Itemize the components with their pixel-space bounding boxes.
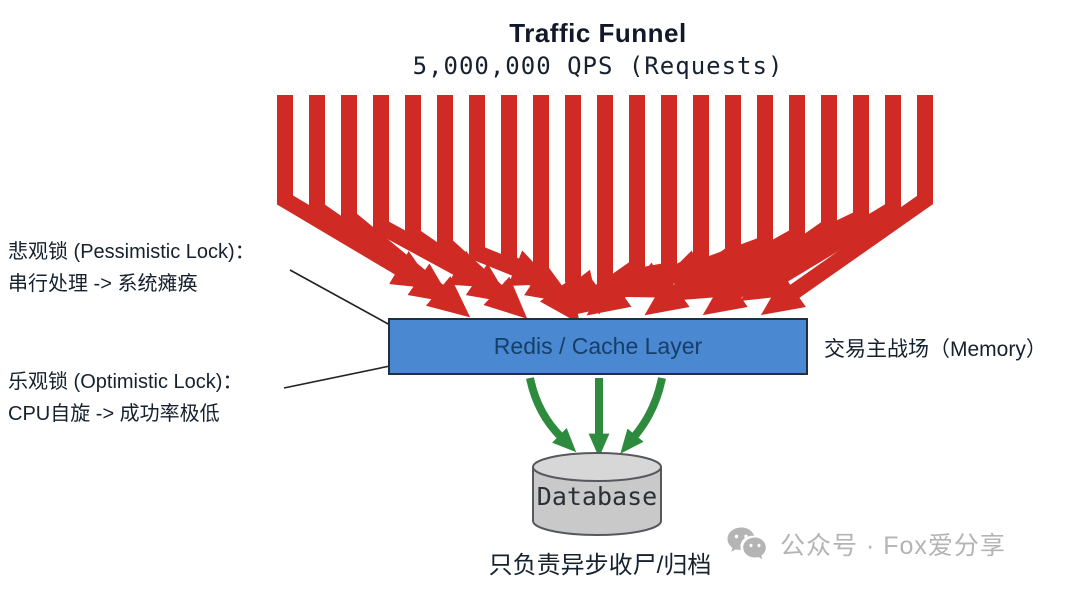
database-caption: 只负责异步收尸/归档: [488, 552, 712, 579]
watermark-text: 公众号 · Fox爱分享: [780, 532, 1006, 560]
qps-subtitle: 5,000,000 QPS (Requests): [412, 52, 784, 80]
database-node-label: Database: [536, 482, 658, 511]
optimistic-lock-annotation: 乐观锁 (Optimistic Lock)： CPU自旋 -> 成功率极低: [8, 366, 242, 430]
memory-annotation: 交易主战场（Memory）: [824, 338, 1047, 361]
watermark: 公众号 · Fox爱分享: [726, 526, 1006, 562]
optimistic-lock-line2: CPU自旋 -> 成功率极低: [8, 403, 220, 425]
cache-box-label: Redis / Cache Layer: [493, 333, 703, 359]
pessimistic-lock-line2: 串行处理 -> 系统瘫痪: [8, 273, 198, 295]
redis-cache-layer-node: Redis / Cache Layer: [388, 318, 808, 375]
pessimistic-lock-line1: 悲观锁 (Pessimistic Lock)：: [8, 241, 255, 263]
optimistic-lock-line1: 乐观锁 (Optimistic Lock)：: [8, 371, 243, 393]
wechat-icon: [727, 527, 766, 560]
pessimistic-lock-annotation: 悲观锁 (Pessimistic Lock)： 串行处理 -> 系统瘫痪: [8, 236, 255, 300]
diagram-title: Traffic Funnel: [509, 18, 687, 48]
